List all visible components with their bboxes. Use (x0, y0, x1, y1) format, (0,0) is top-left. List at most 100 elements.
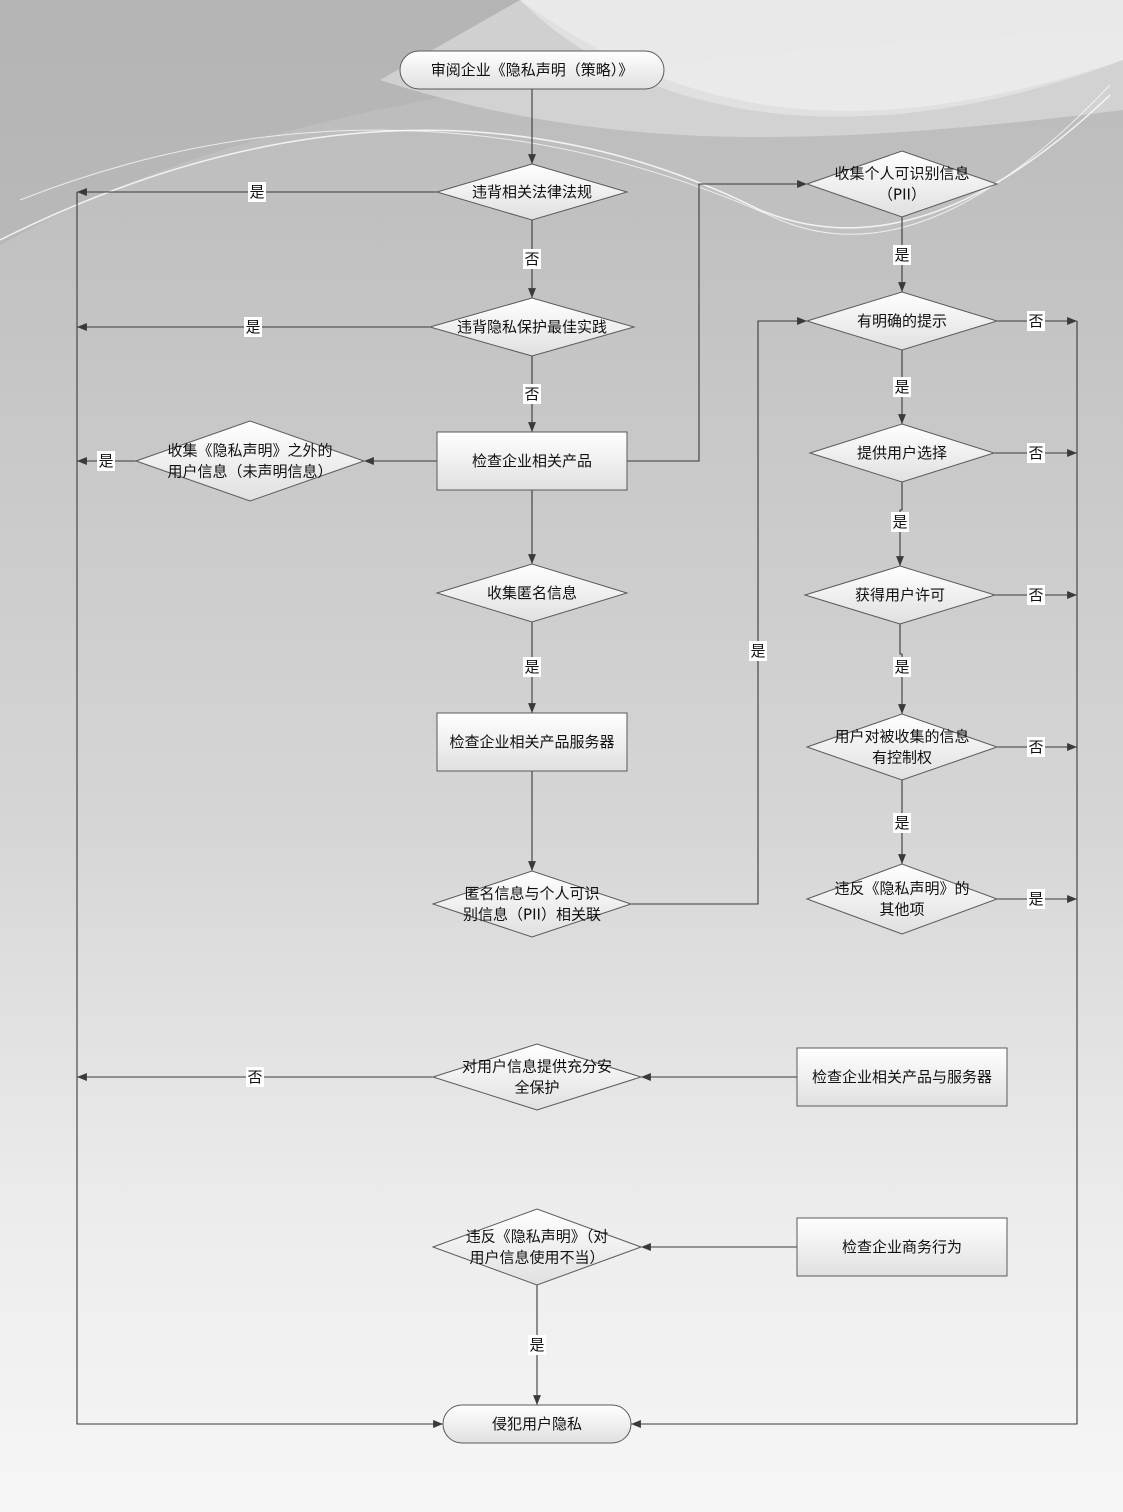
edge-label-bg (891, 512, 909, 532)
node-label: 检查企业相关产品 (472, 452, 592, 470)
edge-label: 是 (249, 183, 264, 201)
edge-label-bg (246, 1067, 264, 1087)
edge-label: 是 (1028, 890, 1043, 908)
decision-diamond (431, 1043, 643, 1111)
node-label: 违背隐私保护最佳实践 (457, 318, 607, 336)
edge-label-bg (1027, 889, 1045, 909)
node-pii: 收集个人可识别信息（PII） (805, 150, 999, 218)
process-box (436, 431, 628, 491)
edge-label-bg (244, 317, 262, 337)
decision-diamond (805, 150, 999, 218)
edge-label-bg (523, 249, 541, 269)
node-label: 检查企业相关产品服务器 (449, 733, 614, 751)
node-label: 违反《隐私声明》的 (834, 880, 969, 898)
edge-choice-consent (896, 482, 904, 566)
edge-label-bg (523, 384, 541, 404)
edge-label-bg (528, 1335, 546, 1355)
terminal-shape (399, 50, 665, 90)
node-label: 提供用户选择 (857, 444, 947, 462)
node-prodserver: 检查企业相关产品与服务器 (796, 1047, 1008, 1107)
edges-layer (76, 89, 1078, 1428)
edge-label-bg (893, 245, 911, 265)
decision-diamond (805, 713, 999, 781)
decision-diamond (435, 563, 629, 623)
node-label: 用户信息（未声明信息） (167, 463, 332, 481)
node-best: 违背隐私保护最佳实践 (428, 297, 636, 357)
edge-label: 是 (894, 814, 909, 832)
node-label: 匿名信息与个人可识 (464, 885, 599, 903)
decision-diamond (428, 297, 636, 357)
node-label: 收集个人可识别信息 (834, 165, 969, 183)
decision-diamond (431, 1208, 643, 1286)
node-label: 其他项 (879, 901, 924, 919)
process-box (796, 1217, 1008, 1277)
process-box (796, 1047, 1008, 1107)
node-choice: 提供用户选择 (808, 423, 996, 483)
edge-label: 是 (245, 318, 260, 336)
decision-diamond (431, 870, 633, 938)
edge-label: 否 (524, 385, 539, 403)
node-label: 用户对被收集的信息 (834, 728, 969, 746)
node-label: 违反《隐私声明》（对 (466, 1228, 609, 1246)
node-label: 获得用户许可 (855, 586, 945, 604)
edge-left-end (76, 192, 443, 1428)
edge-label-bg (893, 377, 911, 397)
edge-label: 是 (892, 513, 907, 531)
node-label: 违背相关法律法规 (472, 183, 592, 201)
edge-label-bg (1027, 585, 1045, 605)
node-label: 收集《隐私声明》之外的 (167, 442, 332, 460)
edge-label: 否 (524, 250, 539, 268)
edge-label-bg (893, 813, 911, 833)
node-start: 审阅企业《隐私声明（策略）》 (399, 50, 665, 90)
decision-diamond (803, 565, 997, 625)
decision-diamond (134, 420, 366, 502)
node-label: 用户信息使用不当） (469, 1249, 604, 1267)
node-label: 对用户信息提供充分安 (462, 1058, 612, 1076)
edge-label: 是 (894, 246, 909, 264)
decision-diamond (808, 423, 996, 483)
node-label: 检查企业相关产品与服务器 (812, 1068, 992, 1086)
node-label: 全保护 (514, 1079, 559, 1097)
node-label: 侵犯用户隐私 (492, 1415, 582, 1433)
edge-right-end (631, 321, 1078, 1428)
edge-label-bg (1027, 443, 1045, 463)
node-consent: 获得用户许可 (803, 565, 997, 625)
edge-label: 是 (894, 378, 909, 396)
edge-label: 是 (529, 1336, 544, 1354)
edge-label: 否 (247, 1068, 262, 1086)
node-product: 检查企业相关产品 (436, 431, 628, 491)
edge-label: 否 (1028, 312, 1043, 330)
edge-label: 是 (98, 452, 113, 470)
node-notice: 有明确的提示 (805, 291, 999, 351)
process-box (436, 712, 628, 772)
decision-diamond (805, 291, 999, 351)
decision-diamond (435, 163, 629, 221)
edge-label: 是 (524, 658, 539, 676)
edge-label: 否 (1028, 738, 1043, 756)
edge-label-bg (523, 657, 541, 677)
edge-label: 是 (750, 642, 765, 660)
terminal-shape (442, 1404, 632, 1444)
node-label: 审阅企业《隐私声明（策略）》 (431, 61, 634, 79)
edge-label: 否 (1028, 444, 1043, 462)
node-label: 检查企业商务行为 (842, 1238, 962, 1256)
edge-label: 否 (1028, 586, 1043, 604)
nodes-layer: 审阅企业《隐私声明（策略）》违背相关法律法规违背隐私保护最佳实践检查企业相关产品… (134, 50, 1008, 1444)
edge-label-bg (749, 641, 767, 661)
edge-label-bg (1027, 311, 1045, 331)
edge-consent-control (898, 624, 906, 714)
node-label: 收集匿名信息 (487, 584, 577, 602)
node-end: 侵犯用户隐私 (442, 1404, 632, 1444)
edge-label-bg (1027, 737, 1045, 757)
edge-product-pii (627, 180, 807, 462)
node-label: 别信息（PII）相关联 (463, 906, 601, 924)
node-business: 检查企业商务行为 (796, 1217, 1008, 1277)
